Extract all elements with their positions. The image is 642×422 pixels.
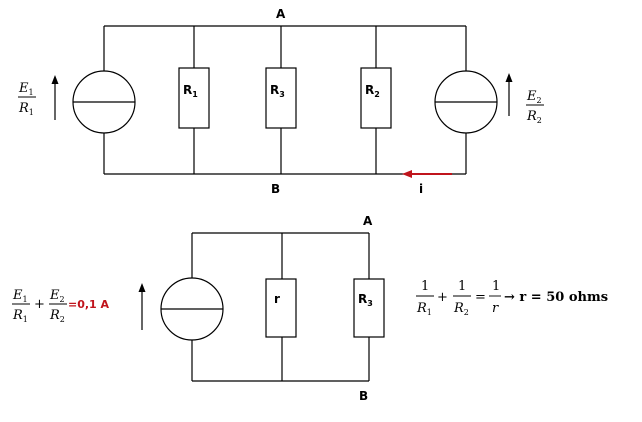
r2-label: R2 — [365, 83, 380, 99]
left-current-source — [72, 70, 136, 134]
resistor-r3: R3 — [265, 26, 297, 174]
r3-body — [353, 278, 385, 338]
fraction-denominator: R1 — [12, 308, 28, 324]
fraction-denominator: R2 — [453, 301, 469, 317]
resistor-r: r — [265, 233, 297, 381]
r-body — [265, 278, 297, 338]
right-current-source — [434, 70, 498, 134]
equals-sign: = — [475, 290, 486, 305]
fraction-denominator: R2 — [49, 308, 65, 324]
top-circuit: R1 R3 R2 A B i — [18, 7, 544, 196]
plus-sign: + — [34, 297, 45, 312]
fraction-numerator: 1 — [458, 279, 466, 294]
fraction-numerator: E1 — [12, 288, 28, 304]
fraction-numerator: E1 — [18, 81, 34, 97]
bottom-circuit: r R3 A B E1 R1 + E2 R2 =0,1 A — [12, 214, 608, 403]
current-arrow-head — [402, 170, 412, 178]
current-arrow — [402, 170, 452, 178]
node-a-label: A — [363, 214, 373, 228]
right-up-arrow-icon — [505, 73, 513, 116]
plus-sign: + — [437, 290, 448, 305]
equivalent-current-source — [160, 277, 224, 341]
r3-label: R3 — [358, 292, 373, 308]
node-a-label: A — [276, 7, 286, 21]
fraction-denominator: R1 — [416, 301, 432, 317]
left-source-fraction: E1 R1 — [18, 81, 36, 117]
fraction-denominator: R2 — [526, 109, 542, 125]
right-source-fraction: E2 R2 — [526, 89, 544, 125]
node-b-label: B — [359, 389, 368, 403]
r1-label: R1 — [183, 83, 198, 99]
resistor-r3: R3 — [353, 233, 385, 381]
source-formula: E1 R1 + E2 R2 =0,1 A — [12, 288, 110, 324]
r-label: r — [274, 292, 280, 306]
r3-label: R3 — [270, 83, 285, 99]
current-label: i — [419, 182, 423, 196]
fraction-numerator: E2 — [526, 89, 542, 105]
resistor-r2: R2 — [360, 26, 392, 174]
equivalent-result: → r = 50 ohms — [504, 290, 608, 305]
up-arrow-icon — [138, 283, 146, 330]
fraction-denominator: R1 — [18, 101, 34, 117]
fraction-numerator: 1 — [421, 279, 429, 294]
source-result: =0,1 A — [68, 298, 110, 311]
fraction-denominator: r — [492, 301, 499, 316]
fraction-numerator: E2 — [49, 288, 65, 304]
left-up-arrow-icon — [51, 75, 59, 120]
node-b-label: B — [271, 182, 280, 196]
resistor-r1: R1 — [178, 26, 210, 174]
equivalent-resistance-formula: 1 R1 + 1 R2 = 1 r → r = 50 ohms — [416, 279, 608, 317]
fraction-numerator: 1 — [492, 279, 500, 294]
